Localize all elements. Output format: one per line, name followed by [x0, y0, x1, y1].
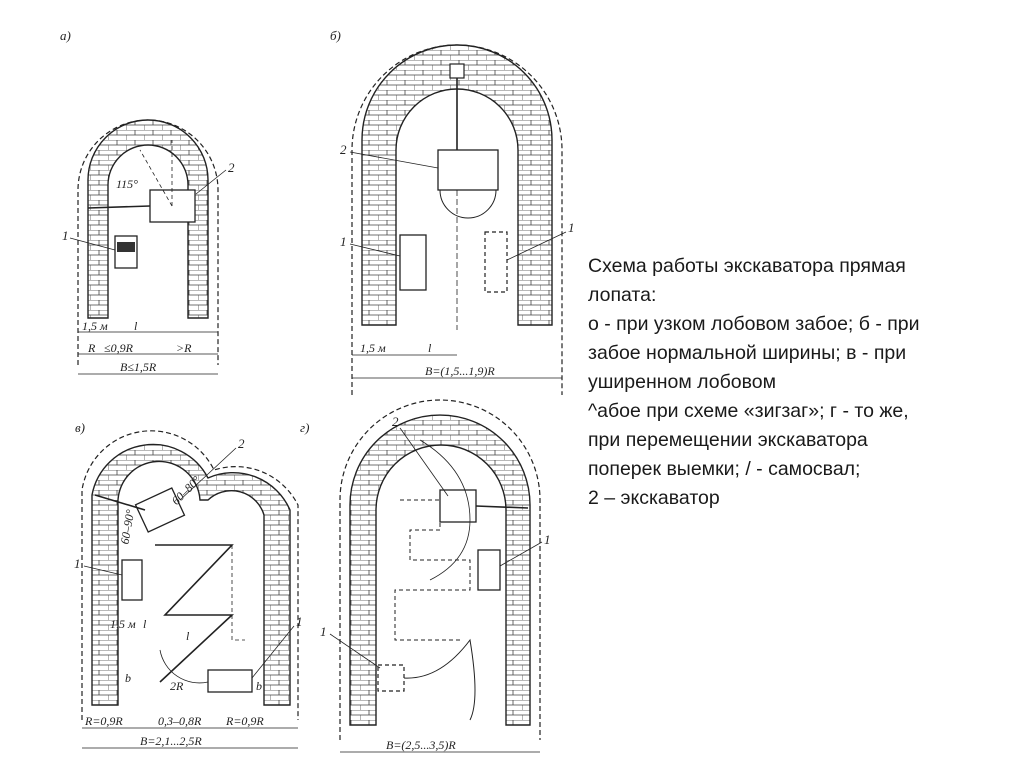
- caption-line-4: забое нормальной ширины; в - при: [588, 342, 907, 364]
- panel-b-leader-1-left: [349, 243, 401, 257]
- panel-a-dim-1: 1,5 м: [82, 319, 108, 333]
- panel-c-truck-bottom: [207, 669, 253, 693]
- panel-b: б) 2 1 1 1,5 м l B=(1,5...1,9)R: [330, 28, 575, 395]
- panel-b-bucket: [449, 63, 465, 79]
- panel-a-label-1: 1: [62, 228, 69, 243]
- panel-d-dim-1: B=(2,5...3,5)R: [386, 738, 456, 752]
- panel-c-truck-left: [121, 559, 143, 601]
- panel-b-excavator: [437, 149, 499, 191]
- panel-c-dim-9: R=0,9R: [225, 714, 264, 728]
- panel-a-tunnel-lining: [87, 119, 209, 319]
- panel-d-tunnel-lining: [349, 414, 531, 726]
- panel-d-boom: [475, 505, 529, 509]
- panel-c-dim-8: 0,3–0,8R: [158, 714, 202, 728]
- panel-d-outer-contour: [339, 399, 541, 740]
- panel-c-dim-3: l: [186, 629, 190, 643]
- panel-c-dim-7: R=0,9R: [84, 714, 123, 728]
- panel-c-label-1-right: 1: [296, 614, 303, 629]
- panel-c-guide-line: [231, 545, 245, 641]
- panel-a-dim-5: >R: [176, 341, 192, 355]
- panel-d-leader-1-left: [329, 633, 381, 669]
- panel-b-tunnel-lining: [361, 44, 553, 326]
- panel-c: в) 60–80° 60–90° 2 1 1 1,5 м l l b b 2R …: [74, 420, 303, 749]
- excavator-scheme-diagram: а) 115° 2 1 1,5 м l R ≤0,9R >R B≤1,5R б): [60, 28, 575, 753]
- panel-a-excavator: [149, 189, 196, 223]
- panel-d-swing-arc: [419, 439, 471, 581]
- panel-c-angle-2: 60–90°: [118, 508, 138, 545]
- panel-a-dim-4: ≤0,9R: [104, 341, 134, 355]
- panel-b-label-1-right: 1: [568, 220, 575, 235]
- panel-c-zigzag-path: [155, 544, 235, 683]
- panel-b-letter: б): [330, 28, 341, 43]
- panel-d-letter: г): [300, 420, 309, 435]
- panel-b-truck-left: [399, 234, 427, 291]
- panel-c-label-2: 2: [238, 436, 245, 451]
- panel-c-dim-5: b: [256, 679, 262, 693]
- panel-d: г) 2 1 1 B=(2,5...3,5)R: [300, 399, 551, 753]
- panel-c-dim-1: 1,5 м: [110, 617, 136, 631]
- panel-c-tunnel-lining: [91, 443, 291, 706]
- panel-d-truck-route: [403, 638, 476, 721]
- panel-d-label-1-left: 1: [320, 624, 327, 639]
- panel-b-label-2: 2: [340, 142, 347, 157]
- panel-a-boom: [87, 205, 151, 209]
- panel-a-dim-6: B≤1,5R: [120, 360, 157, 374]
- panel-d-leader-1-right: [499, 541, 543, 567]
- figure-caption: Схема работы экскаватора прямая лопата: …: [588, 252, 1008, 513]
- panel-c-excavator: [134, 487, 186, 533]
- panel-a-leader-2: [195, 169, 227, 195]
- panel-a-angle: 115°: [116, 177, 138, 191]
- panel-b-label-1-left: 1: [340, 234, 347, 249]
- panel-d-leader-2: [399, 427, 449, 497]
- panel-a-truck-cab: [117, 242, 135, 252]
- panel-a: а) 115° 2 1 1,5 м l R ≤0,9R >R B≤1,5R: [60, 28, 235, 375]
- panel-c-boom: [94, 494, 146, 511]
- panel-b-dim-1: 1,5 м: [360, 341, 386, 355]
- caption-line-1: Схема работы экскаватора прямая: [588, 255, 906, 277]
- panel-a-label-2: 2: [228, 160, 235, 175]
- panel-d-truck-right: [477, 549, 501, 591]
- panel-c-label-1-left: 1: [74, 556, 81, 571]
- caption-line-9: 2 – экскаватор: [588, 487, 720, 509]
- panel-d-truck-left: [377, 664, 405, 692]
- panel-c-turn-radius: [159, 649, 209, 684]
- panel-c-dim-4: b: [125, 671, 131, 685]
- caption-line-2: лопата:: [588, 284, 657, 306]
- panel-b-truck-right: [484, 231, 508, 293]
- panel-b-leader-2: [349, 151, 439, 169]
- panel-d-excavator: [439, 489, 477, 523]
- caption-line-6: ^абое при схеме «зигзаг»; г - то же,: [588, 400, 909, 422]
- panel-d-label-2: 2: [392, 414, 399, 429]
- panel-c-dim-10: B=2,1...2,5R: [140, 734, 202, 748]
- panel-a-dim-3: R: [87, 341, 96, 355]
- caption-line-3: о - при узком лобовом забое; б - при: [588, 313, 920, 335]
- panel-a-leader-1: [69, 237, 116, 251]
- panel-b-dim-2: l: [428, 341, 432, 355]
- panel-b-excavator-turn: [439, 189, 497, 219]
- caption-line-5: уширенном лобовом: [588, 371, 777, 393]
- panel-a-dim-2: l: [134, 319, 138, 333]
- panel-c-dim-6: 2R: [170, 679, 184, 693]
- panel-c-leader-1-right: [251, 625, 295, 679]
- panel-c-dim-2: l: [143, 617, 147, 631]
- panel-b-leader-1-right: [506, 231, 567, 261]
- panel-c-letter: в): [75, 420, 85, 435]
- panel-a-letter: а): [60, 28, 71, 43]
- caption-line-7: при перемещении экскаватора: [588, 429, 868, 451]
- panel-c-leader-2: [179, 447, 237, 501]
- caption-line-8: поперек выемки; / - самосвал;: [588, 458, 861, 480]
- panel-b-dim-3: B=(1,5...1,9)R: [425, 364, 495, 378]
- panel-a-swing-line: [139, 149, 173, 207]
- panel-c-leader-1-left: [83, 565, 123, 576]
- panel-d-label-1-right: 1: [544, 532, 551, 547]
- panel-c-outer-contour: [81, 430, 299, 720]
